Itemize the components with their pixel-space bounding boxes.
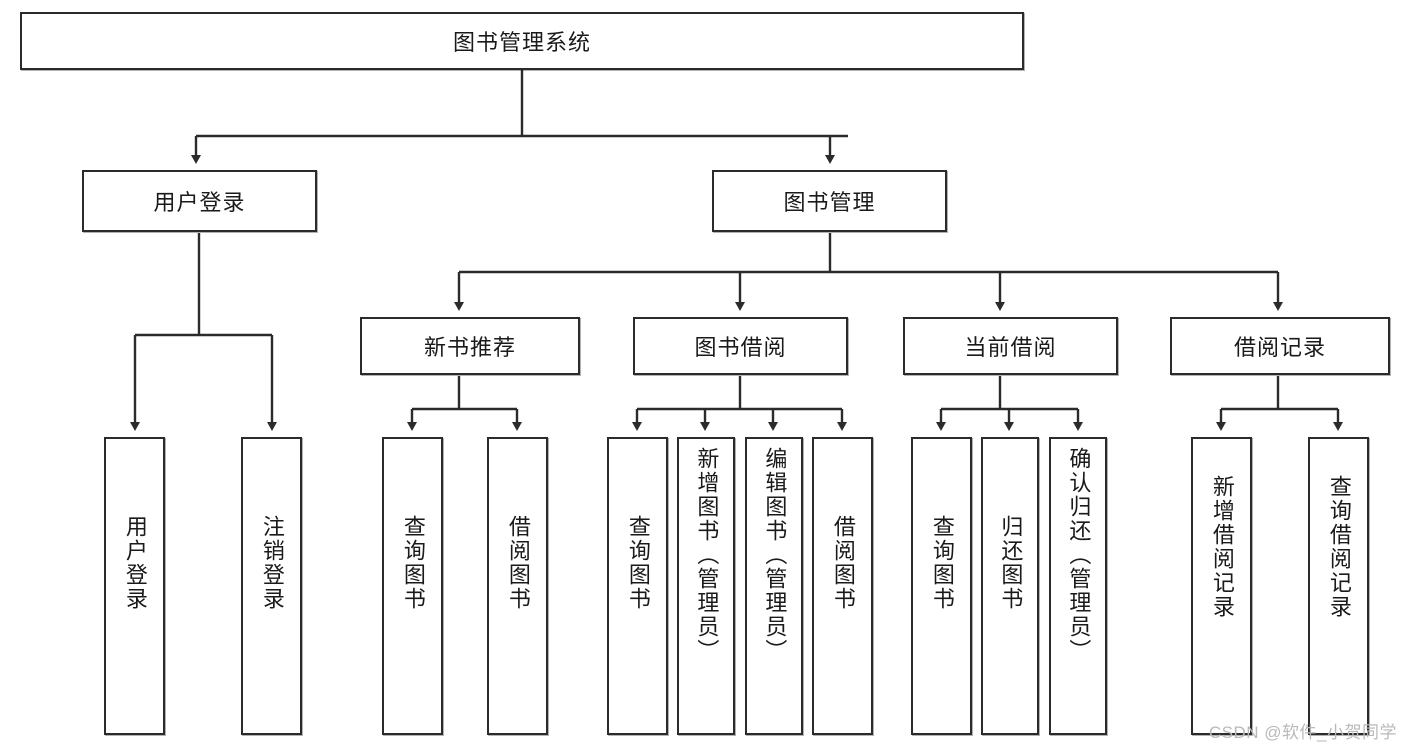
node-current-borrow-label: 当前借阅 [964, 335, 1057, 360]
watermark: CSDN @软件_小贺同学 [1208, 723, 1397, 742]
leaf-borrow-book-2-label: 借阅图书 [830, 515, 856, 611]
leaf-add-record-label: 新增借阅记录 [1209, 475, 1235, 619]
leaf-borrow-book-1-label: 借阅图书 [505, 515, 531, 611]
leaf-query-book-3-label: 查询图书 [929, 515, 955, 611]
leaf-borrow-book-1[interactable]: 借阅图书 [487, 437, 548, 735]
node-book-manage[interactable]: 图书管理 [712, 170, 947, 232]
node-book-borrow[interactable]: 图书借阅 [633, 317, 848, 375]
leaf-edit-book[interactable]: 编辑图书（管理员） [745, 437, 803, 735]
leaf-add-book-label: 新增图书（管理员） [694, 447, 720, 663]
leaf-logout-login-label: 注销登录 [259, 515, 285, 611]
node-borrow-record[interactable]: 借阅记录 [1170, 317, 1390, 375]
node-book-borrow-label: 图书借阅 [694, 335, 787, 360]
leaf-borrow-book-2[interactable]: 借阅图书 [812, 437, 873, 735]
leaf-confirm-return-label: 确认归还（管理员） [1066, 447, 1092, 663]
node-borrow-record-label: 借阅记录 [1233, 335, 1326, 360]
node-current-borrow[interactable]: 当前借阅 [903, 317, 1118, 375]
node-new-book-recommend-label: 新书推荐 [423, 335, 516, 360]
leaf-query-book-2-label: 查询图书 [625, 515, 651, 611]
leaf-return-book-label: 归还图书 [998, 515, 1024, 611]
node-user-login-label: 用户登录 [153, 190, 246, 215]
node-new-book-recommend[interactable]: 新书推荐 [360, 317, 580, 375]
leaf-edit-book-label: 编辑图书（管理员） [762, 447, 788, 663]
leaf-query-record-label: 查询借阅记录 [1326, 475, 1352, 619]
leaf-return-book[interactable]: 归还图书 [981, 437, 1039, 735]
leaf-logout-login[interactable]: 注销登录 [241, 437, 302, 735]
node-user-login[interactable]: 用户登录 [82, 170, 317, 232]
leaf-confirm-return[interactable]: 确认归还（管理员） [1049, 437, 1107, 735]
leaf-query-book-2[interactable]: 查询图书 [607, 437, 668, 735]
leaf-query-book-3[interactable]: 查询图书 [911, 437, 972, 735]
node-root[interactable]: 图书管理系统 [20, 12, 1024, 70]
leaf-query-book-1[interactable]: 查询图书 [382, 437, 443, 735]
node-root-label: 图书管理系统 [452, 30, 591, 55]
leaf-query-book-1-label: 查询图书 [400, 515, 426, 611]
node-book-manage-label: 图书管理 [783, 190, 876, 215]
leaf-user-login-label: 用户登录 [122, 515, 148, 611]
leaf-user-login[interactable]: 用户登录 [104, 437, 165, 735]
leaf-add-record[interactable]: 新增借阅记录 [1191, 437, 1252, 735]
leaf-query-record[interactable]: 查询借阅记录 [1308, 437, 1369, 735]
leaf-add-book[interactable]: 新增图书（管理员） [677, 437, 735, 735]
